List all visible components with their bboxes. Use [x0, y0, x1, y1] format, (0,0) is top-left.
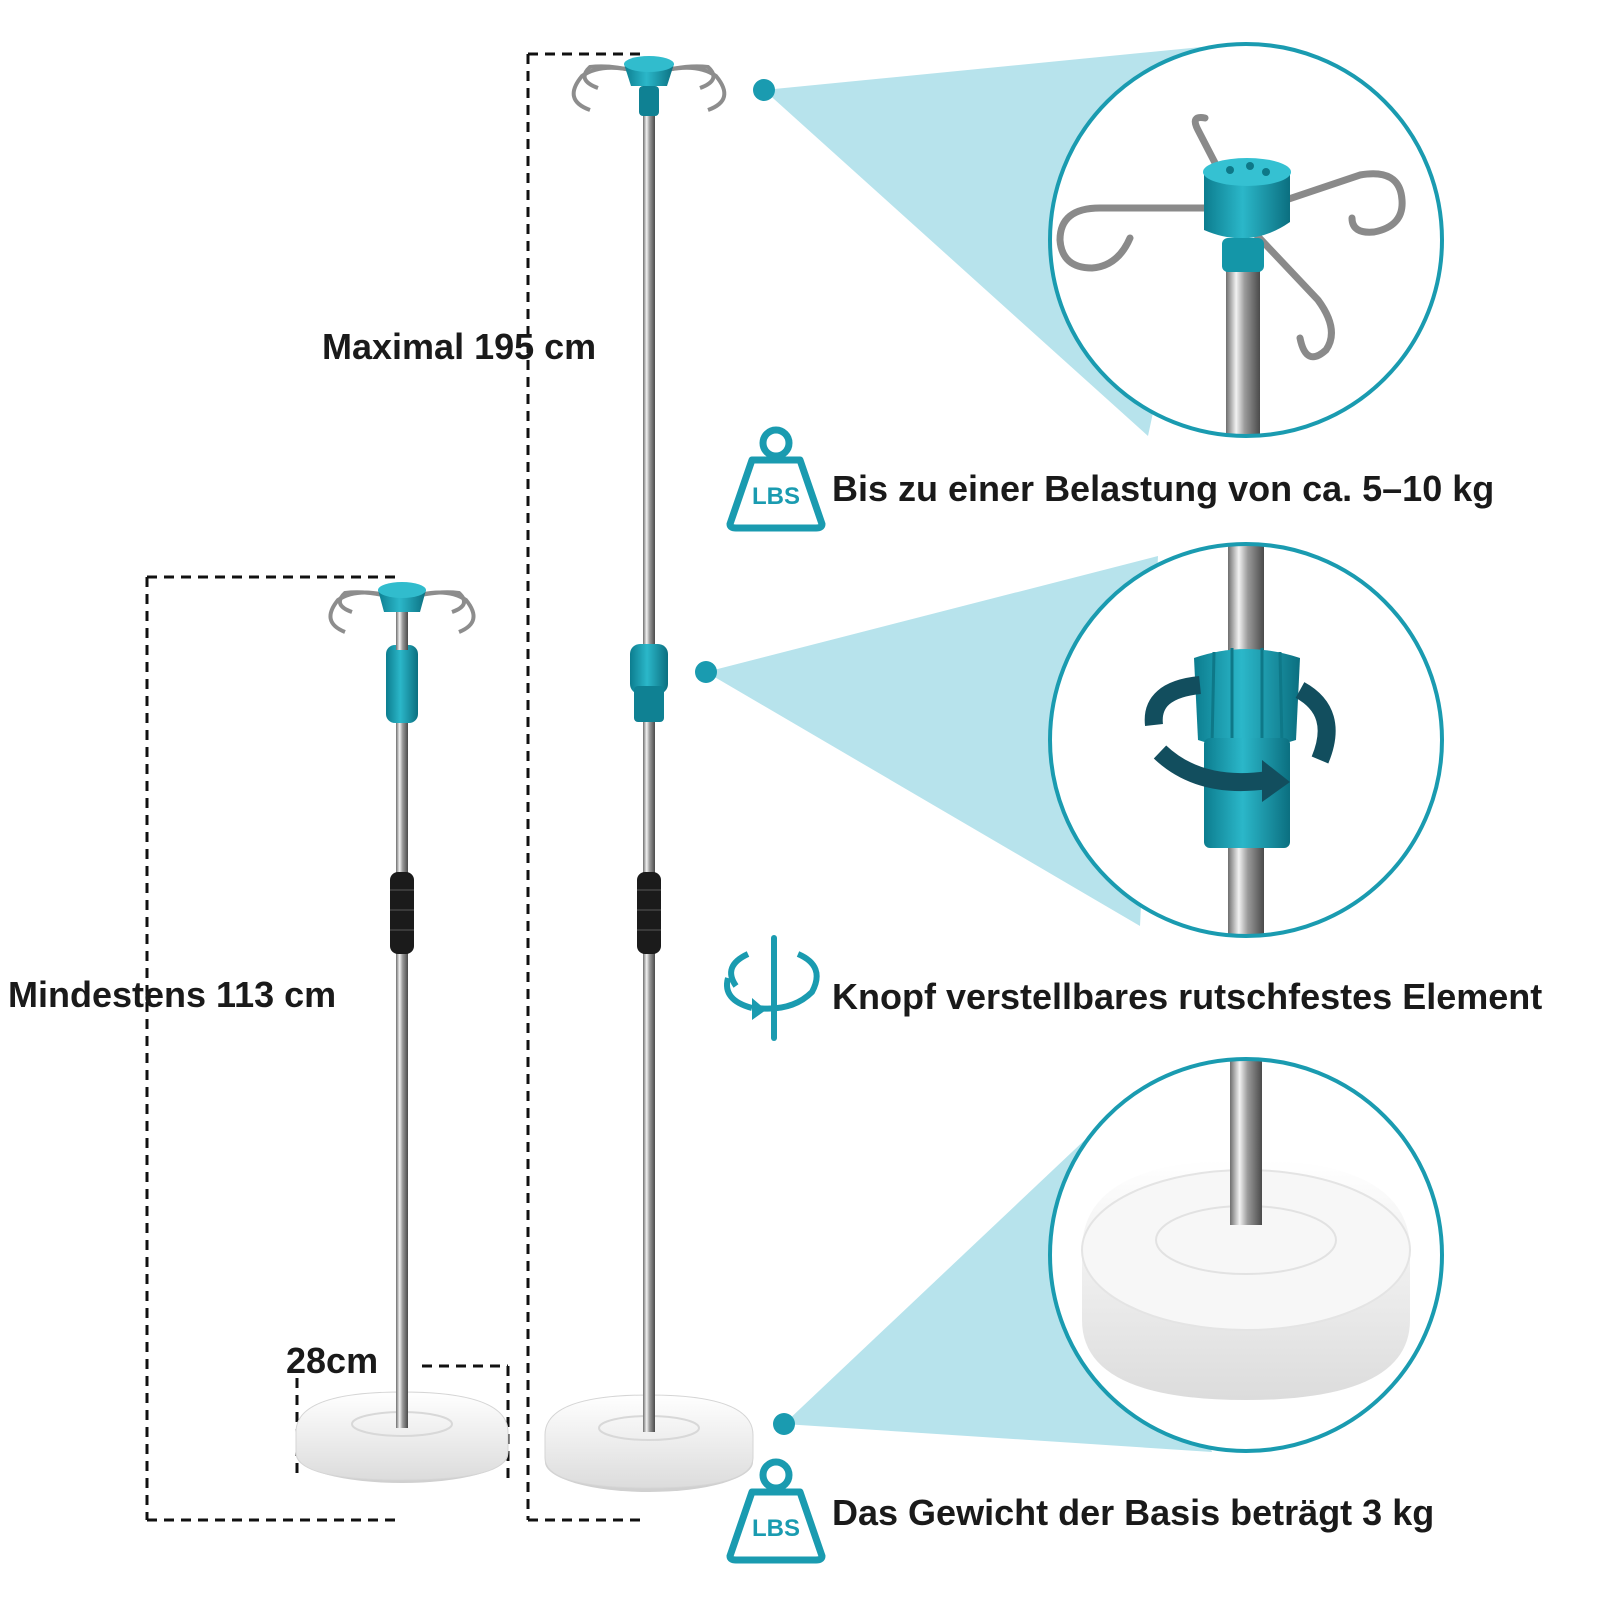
callout-hooks — [753, 42, 1444, 438]
weight-lbs-icon: LBS — [726, 1458, 826, 1564]
callout-dot-hooks — [753, 79, 775, 101]
callout-dot-knob — [695, 661, 717, 683]
feature-knob-label: Knopf verstellbares rutschfestes Element — [832, 976, 1543, 1017]
callout-dot-base — [773, 1413, 795, 1435]
feature-base-weight-label: Das Gewicht der Basis beträgt 3 kg — [832, 1492, 1435, 1533]
min-height-label: Mindestens 113 cm — [8, 974, 337, 1015]
weight-lbs-icon: LBS — [726, 426, 826, 532]
callout-knob — [695, 542, 1444, 938]
feature-load-label: Bis zu einer Belastung von ca. 5–10 kg — [832, 468, 1495, 509]
iv-stand-tall — [544, 56, 754, 1492]
dimension-line-min — [145, 575, 398, 1522]
callout-base — [773, 1057, 1444, 1453]
base-diameter-label: 28cm — [286, 1340, 379, 1381]
iv-stand-short — [295, 582, 509, 1483]
max-height-label: Maximal 195 cm — [322, 326, 597, 367]
rotate-knob-icon — [724, 935, 820, 1041]
svg-text:LBS: LBS — [752, 1515, 800, 1542]
svg-text:LBS: LBS — [752, 483, 800, 510]
dimension-line-max — [526, 52, 640, 1522]
